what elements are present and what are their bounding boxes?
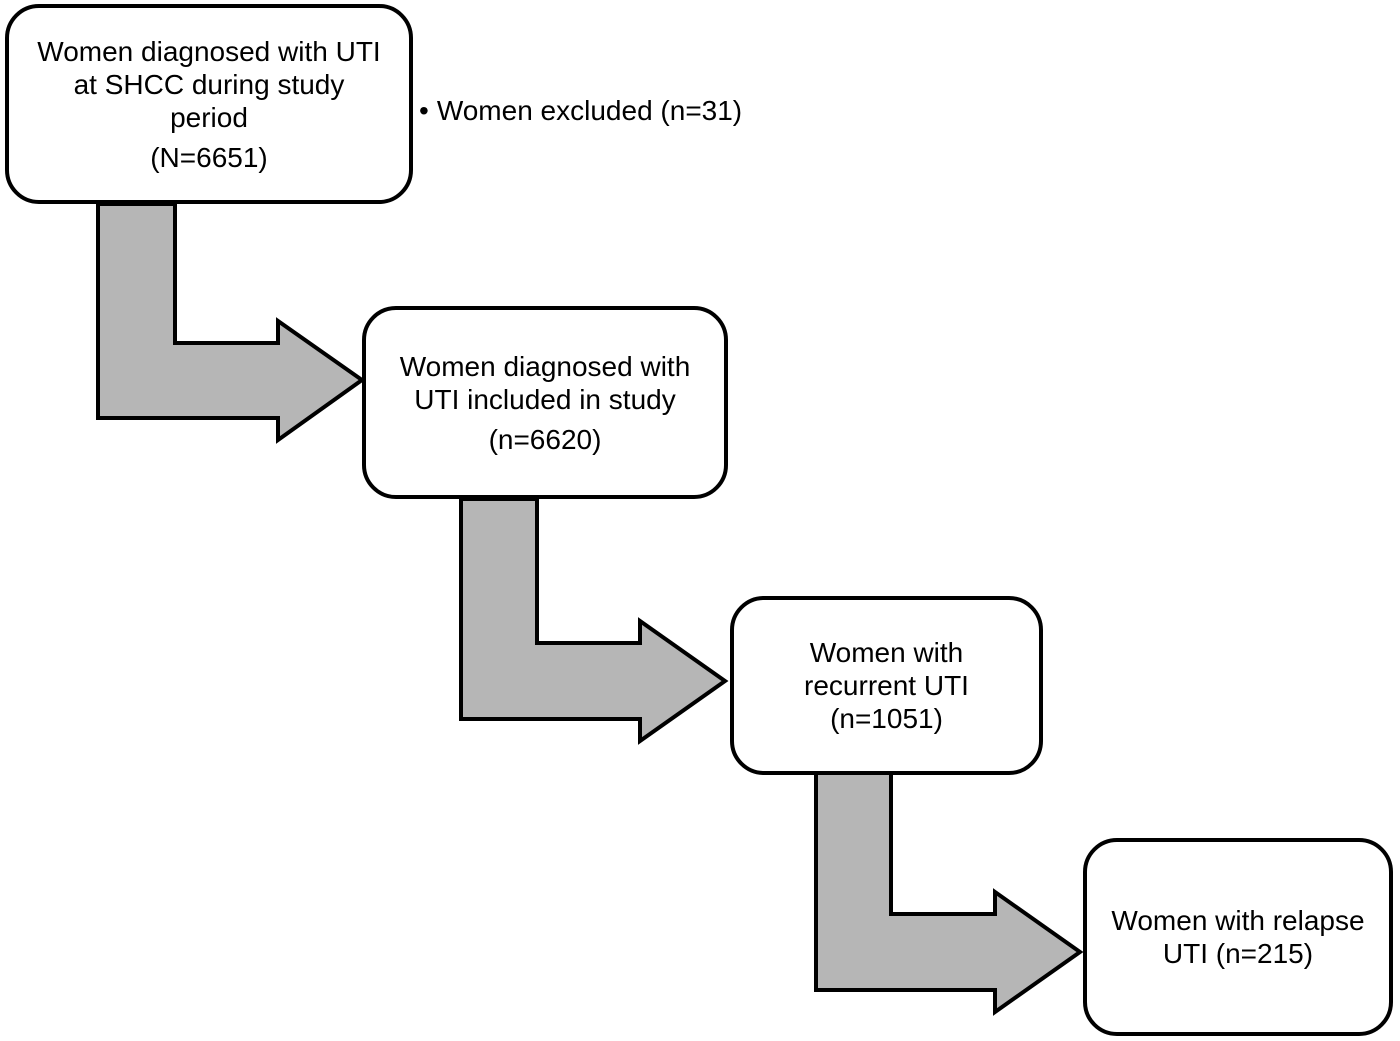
flow-node-diagnosed-at-shcc: Women diagnosed with UTI at SHCC during … <box>5 4 413 204</box>
node-label: Women with relapse UTI (n=215) <box>1111 905 1365 969</box>
elbow-arrow-2-icon <box>459 497 729 745</box>
node-count: (N=6651) <box>150 141 268 173</box>
bullet-icon: • <box>419 95 429 126</box>
node-label: Women diagnosed with UTI at SHCC during … <box>37 35 381 133</box>
node-count: (n=1051) <box>830 703 943 734</box>
elbow-arrow-3-icon <box>814 771 1084 1016</box>
node-label: Women diagnosed with UTI included in stu… <box>399 350 691 415</box>
flow-node-included-in-study: Women diagnosed with UTI included in stu… <box>362 306 728 499</box>
exclusion-note: • Women excluded (n=31) <box>419 94 742 127</box>
node-count: (n=6620) <box>488 423 602 455</box>
flow-node-relapse-uti: Women with relapse UTI (n=215) <box>1083 838 1393 1036</box>
exclusion-note-text: Women excluded (n=31) <box>436 95 743 126</box>
node-label: Women with recurrent UTI <box>804 637 969 701</box>
elbow-arrow-1-icon <box>96 202 366 444</box>
flow-node-recurrent-uti: Women with recurrent UTI (n=1051) <box>730 596 1043 775</box>
